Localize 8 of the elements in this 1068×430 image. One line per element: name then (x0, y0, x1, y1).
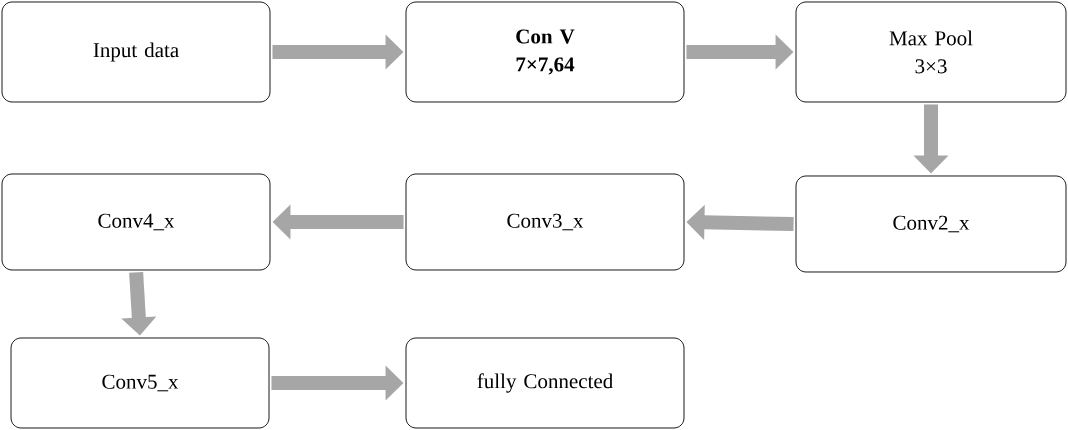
process-box: Conv4_x (1, 173, 271, 271)
process-box: Input data (1, 1, 271, 103)
process-box: Conv5_x (10, 337, 270, 429)
process-box: Max Pool 3×3 (795, 1, 1067, 103)
process-box: Conv3_x (405, 173, 685, 271)
process-box: Con V 7×7,64 (405, 1, 685, 103)
process-box: fully Connected (405, 337, 685, 429)
process-box: Conv2_x (795, 175, 1067, 273)
